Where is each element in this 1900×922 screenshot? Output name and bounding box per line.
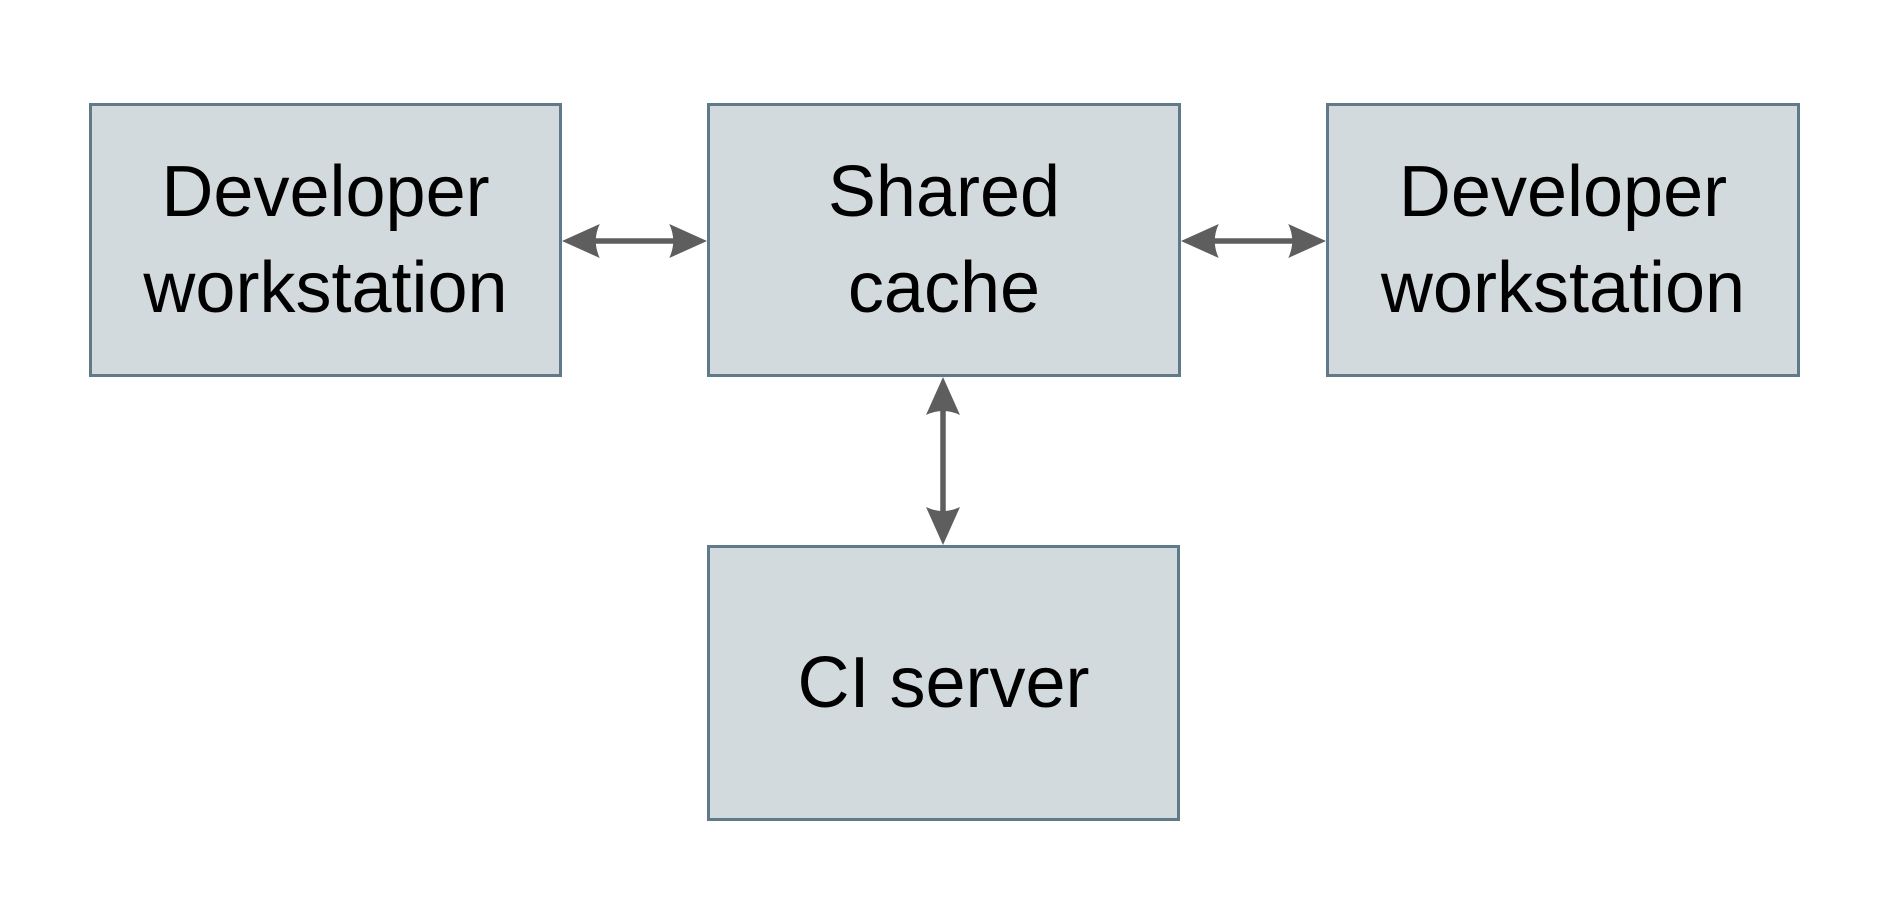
arrowhead-south (926, 507, 960, 545)
node-label-shared-cache: Shared cache (827, 152, 1061, 328)
node-label-ci-server: CI server (797, 643, 1090, 723)
node-shared-cache: Shared cache (707, 103, 1181, 377)
node-developer-workstation-right: Developer workstation (1326, 103, 1800, 377)
bidirectional-arrow-right-icon (1181, 224, 1326, 258)
bidirectional-arrow-left-icon (562, 224, 707, 258)
arrowhead-east (669, 224, 707, 258)
arrowhead-east (1288, 224, 1326, 258)
node-label-developer-workstation-left: Developer workstation (143, 152, 508, 328)
arrowhead-north (926, 377, 960, 415)
arrowhead-west (562, 224, 600, 258)
arrowhead-west (1181, 224, 1219, 258)
node-developer-workstation-left: Developer workstation (89, 103, 562, 377)
node-ci-server: CI server (707, 545, 1180, 821)
bidirectional-arrow-vertical-icon (926, 377, 960, 545)
node-label-developer-workstation-right: Developer workstation (1380, 152, 1746, 328)
